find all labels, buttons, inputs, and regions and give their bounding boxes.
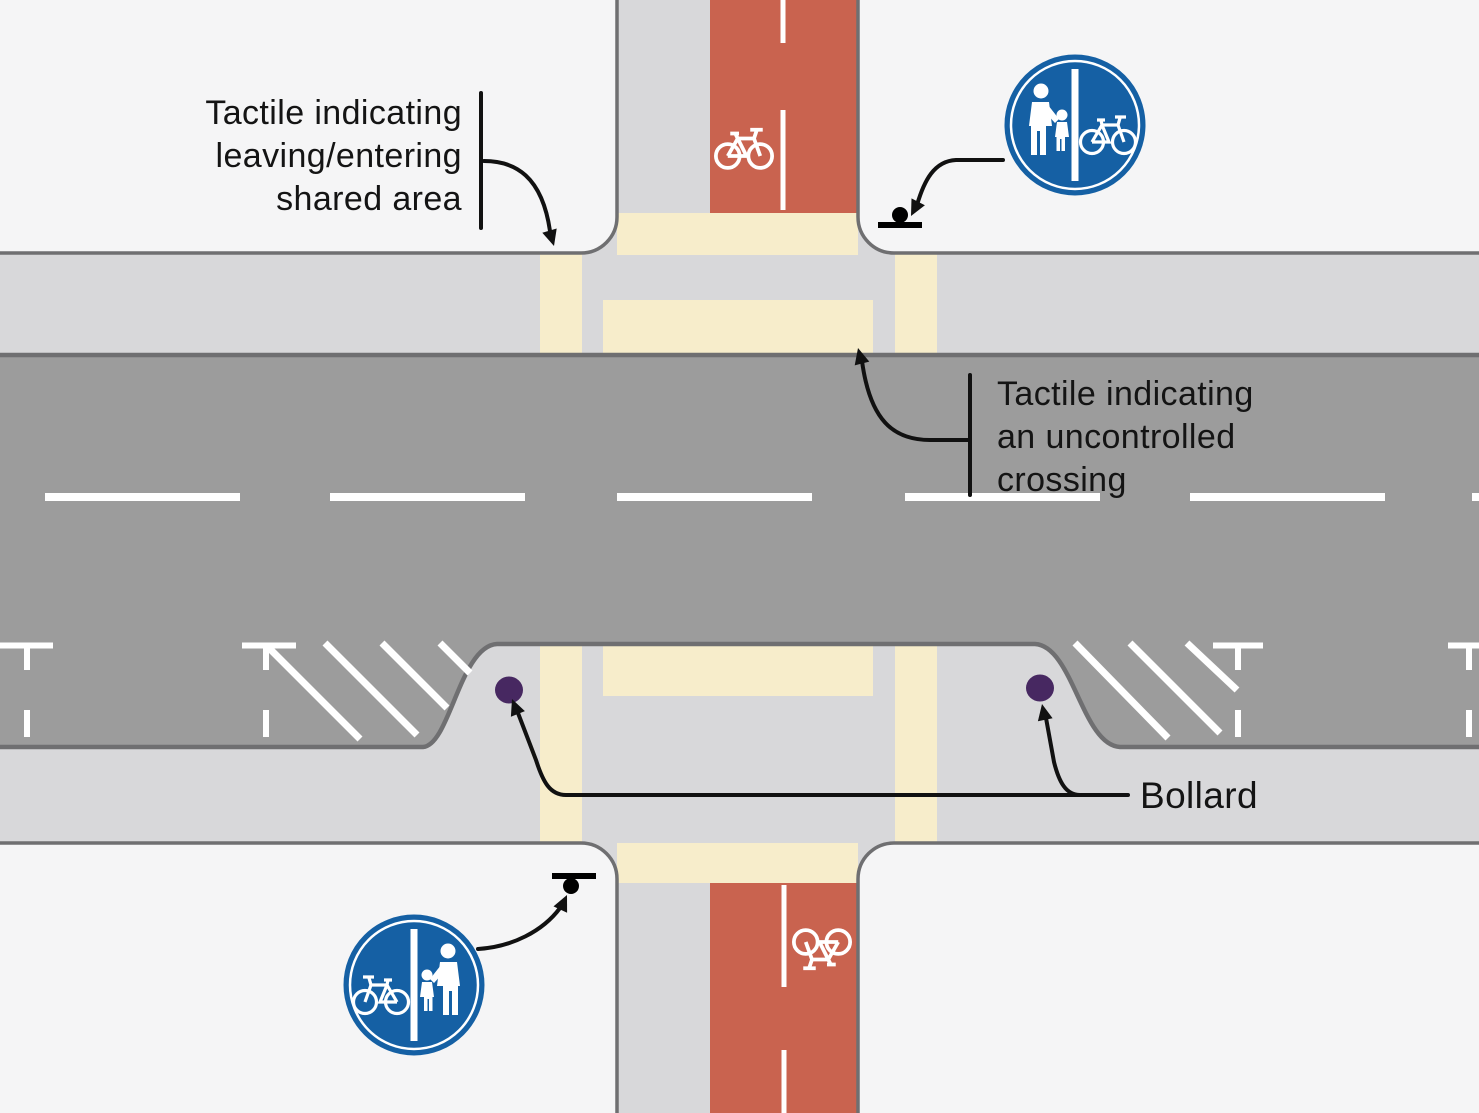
tactile-strip-south-left: [540, 641, 582, 843]
label-line: leaving/entering: [215, 137, 462, 175]
label-line: Tactile indicating: [997, 375, 1254, 413]
label-line: Tactile indicating: [205, 94, 462, 132]
bollard-right-icon: [1026, 674, 1054, 702]
shared-path-sign-top-icon: [1004, 54, 1146, 196]
bicycle-symbol-north-icon: [714, 127, 774, 170]
leader-shared-area: [482, 159, 552, 233]
leader-sign-bottom: [476, 906, 562, 951]
off-road-area-bottom-left: [0, 841, 619, 1113]
track-centerline-dash: [781, 1050, 787, 1113]
label-tactile-shared-area: Tactile indicating leaving/entering shar…: [205, 92, 462, 221]
track-centerline-dash: [781, 885, 787, 987]
leader-sign-top: [915, 158, 1005, 207]
sign-post-bottom-icon: [552, 873, 596, 894]
label-line: crossing: [997, 461, 1127, 499]
off-road-area-top-left: [0, 0, 619, 255]
centre-line-markings: [45, 493, 1479, 501]
tactile-strip-north-crossing: [603, 300, 873, 355]
label-line: Bollard: [1140, 775, 1258, 816]
label-bollard: Bollard: [1140, 774, 1258, 817]
tactile-strip-south-crossing: [603, 641, 873, 696]
tactile-strip-south-right: [895, 641, 937, 843]
shared-path-sign-bottom-icon: [343, 914, 485, 1056]
bollard-left-icon: [495, 676, 523, 704]
tactile-band-north-arm: [617, 213, 858, 255]
sign-post-top-icon: [878, 207, 922, 228]
leader-uncontrolled: [860, 359, 970, 442]
tactile-band-south-arm: [617, 843, 858, 883]
track-centerline-dash: [780, 0, 786, 43]
tactile-strip-north-right: [895, 253, 937, 355]
lane-markings-right: [1072, 640, 1479, 741]
carriageway: [0, 352, 1479, 750]
off-road-area-bottom-right: [856, 841, 1479, 1113]
leader-bollard-right: [1044, 716, 1082, 797]
tactile-strip-north-left: [540, 253, 582, 355]
track-centerline-dash: [780, 110, 786, 210]
lane-markings-left: [0, 640, 473, 742]
off-road-area-top-right: [856, 0, 1479, 255]
leader-bollard-left: [516, 711, 1130, 797]
label-line: shared area: [276, 180, 462, 218]
label-line: an uncontrolled: [997, 418, 1236, 456]
label-tactile-uncontrolled-crossing: Tactile indicating an uncontrolled cross…: [997, 373, 1254, 502]
leader-arrowheads: [510, 198, 1053, 913]
bicycle-symbol-south-icon: [792, 928, 852, 971]
